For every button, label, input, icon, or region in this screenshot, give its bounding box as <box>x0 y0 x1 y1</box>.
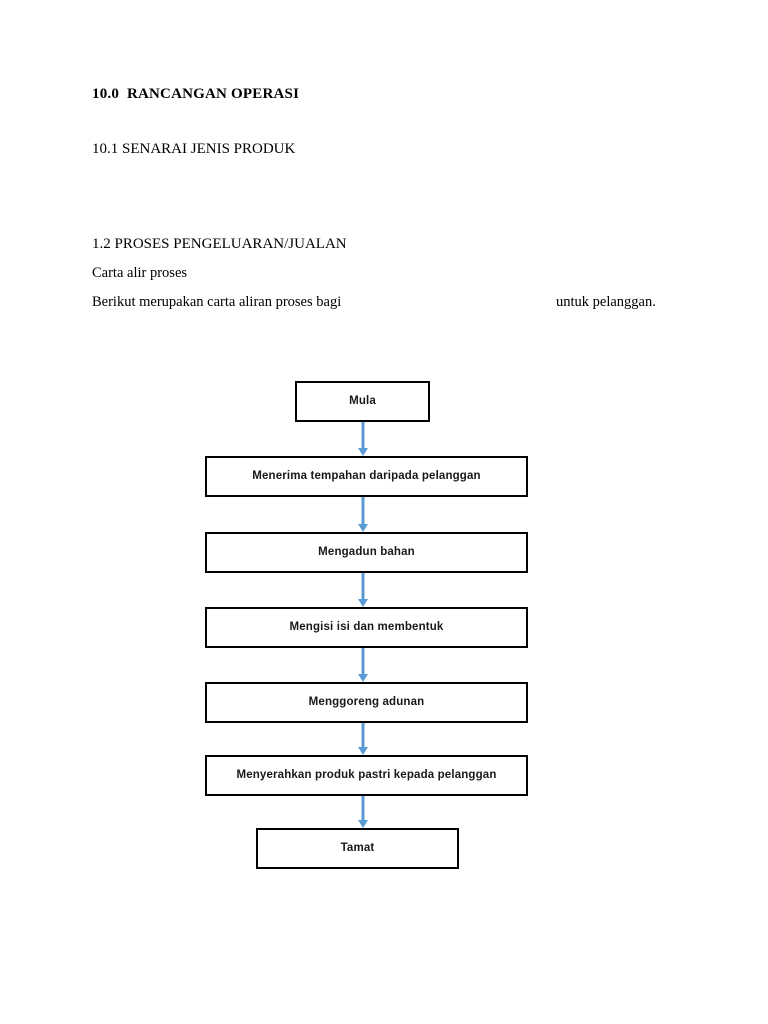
flowchart-node: Tamat <box>256 828 459 869</box>
flow-arrow-down-icon <box>355 648 371 682</box>
flow-arrow-down-icon <box>355 497 371 532</box>
intro-sentence: Berikut merupakan carta aliran proses ba… <box>92 292 692 312</box>
flowchart-node: Mengadun bahan <box>205 532 528 573</box>
arrow-head <box>358 674 368 682</box>
flowchart-node: Menggoreng adunan <box>205 682 528 723</box>
flowchart-node-label: Tamat <box>340 841 375 854</box>
flowchart-subtitle: Carta alir proses <box>92 265 188 281</box>
flowchart-node-label: Menerima tempahan daripada pelanggan <box>252 469 481 482</box>
flowchart-node-label: Mengisi isi dan membentuk <box>289 620 444 633</box>
flowchart-node-label: Mengadun bahan <box>318 545 415 558</box>
flowchart-node-label: Menggoreng adunan <box>308 695 425 708</box>
section-heading-10-1: 10.1 SENARAI JENIS PRODUK <box>92 141 296 157</box>
arrow-head <box>358 599 368 607</box>
arrow-shaft <box>361 796 365 820</box>
intro-sentence-right: untuk pelanggan. <box>556 294 656 310</box>
arrow-shaft <box>361 497 365 524</box>
flowchart-node-label: Menyerahkan produk pastri kepada pelangg… <box>236 768 497 781</box>
flow-arrow-down-icon <box>355 796 371 828</box>
flow-arrow-down-icon <box>355 723 371 755</box>
arrow-head <box>358 747 368 755</box>
arrow-head <box>358 448 368 456</box>
arrow-shaft <box>361 422 365 448</box>
flow-arrow-down-icon <box>355 573 371 607</box>
flowchart-node: Mengisi isi dan membentuk <box>205 607 528 648</box>
section-heading-1-2: 1.2 PROSES PENGELUARAN/JUALAN <box>92 236 347 252</box>
flowchart-node: Menyerahkan produk pastri kepada pelangg… <box>205 755 528 796</box>
intro-sentence-left: Berikut merupakan carta aliran proses ba… <box>92 294 342 310</box>
arrow-head <box>358 820 368 828</box>
arrow-shaft <box>361 723 365 747</box>
arrow-head <box>358 524 368 532</box>
flowchart-node-label: Mula <box>349 394 376 407</box>
page-title: 10.0 RANCANGAN OPERASI <box>92 86 300 102</box>
flowchart-node: Menerima tempahan daripada pelanggan <box>205 456 528 497</box>
arrow-shaft <box>361 573 365 599</box>
flowchart-node: Mula <box>295 381 430 422</box>
document-text-block: 10.0 RANCANGAN OPERASI 10.1 SENARAI JENI… <box>92 84 692 312</box>
arrow-shaft <box>361 648 365 674</box>
flow-arrow-down-icon <box>355 422 371 456</box>
